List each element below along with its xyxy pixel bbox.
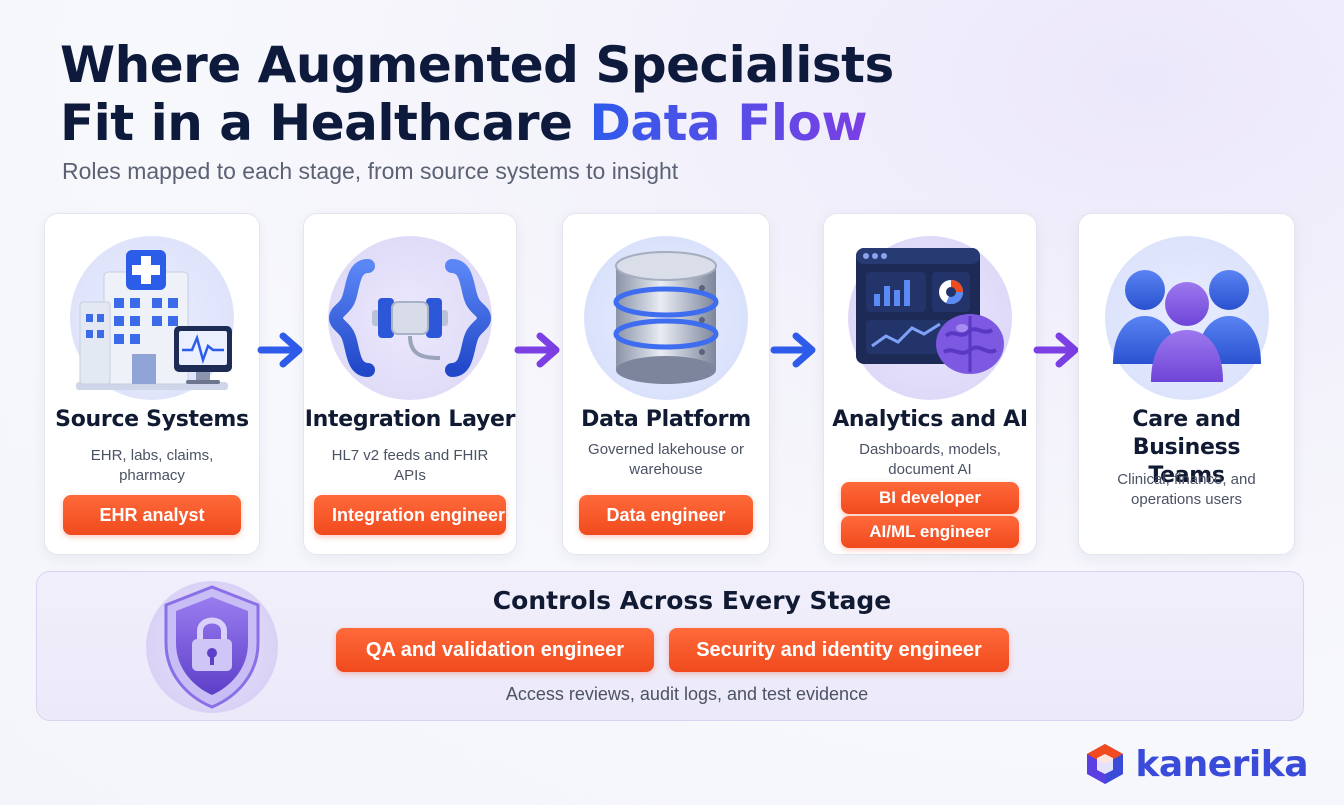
stage-description: Dashboards, models, document AI: [859, 441, 1001, 478]
database-icon: [580, 232, 752, 404]
qa-validation-engineer-role-badge: QA and validation engineer: [336, 628, 654, 672]
flow-arrow-icon: [770, 332, 816, 368]
stage-card-integration-layer: Integration Layer HL7 v2 feeds and FHIR …: [303, 213, 517, 555]
flow-arrow-icon: [514, 332, 560, 368]
page-title: Where Augmented Specialists Fit in a Hea…: [60, 36, 894, 152]
title-accent: Data Flow: [589, 94, 868, 152]
stage-title: Data Platform: [581, 407, 751, 432]
title-line-2: Fit in a Healthcare Data Flow: [60, 94, 894, 152]
people-icon: [1101, 232, 1273, 404]
flow-arrow-icon: [257, 332, 303, 368]
stage-title: Integration Layer: [304, 407, 516, 432]
shield-lock-icon: [146, 581, 278, 713]
controls-description: Access reviews, audit logs, and test evi…: [505, 684, 869, 704]
stage-description: Clinical, finance, and operations users: [1117, 471, 1256, 508]
ai-ml-engineer-role-badge: AI/ML engineer: [841, 516, 1019, 548]
stage-card-care-business-teams: Care and Business Teams Clinical, financ…: [1078, 213, 1295, 555]
title-line-1: Where Augmented Specialists: [60, 36, 894, 94]
bi-developer-role-badge: BI developer: [841, 482, 1019, 514]
dashboard-brain-icon: [844, 232, 1016, 404]
kanerika-logo-icon: [1087, 744, 1124, 784]
stage-description: HL7 v2 feeds and FHIR APIs: [331, 447, 489, 484]
data-engineer-role-badge: Data engineer: [579, 495, 753, 535]
stage-description: Governed lakehouse or warehouse: [588, 441, 744, 478]
kanerika-logo: kanerika: [1083, 739, 1308, 789]
security-identity-engineer-role-badge: Security and identity engineer: [669, 628, 1009, 672]
stage-card-data-platform: Data Platform Governed lakehouse or ware…: [562, 213, 770, 555]
ehr-analyst-role-badge: EHR analyst: [63, 495, 241, 535]
stage-title: Analytics and AI: [832, 407, 1028, 432]
title-line-2-plain: Fit in a Healthcare: [60, 94, 573, 152]
stage-title: Source Systems: [55, 407, 249, 432]
controls-panel: Controls Across Every Stage QA and valid…: [36, 571, 1304, 721]
stage-card-analytics-ai: Analytics and AI Dashboards, models, doc…: [823, 213, 1037, 555]
connector-icon: [324, 232, 496, 404]
flow-arrow-icon: [1033, 332, 1079, 368]
stage-description: EHR, labs, claims, pharmacy: [90, 447, 214, 484]
brand-name: kanerika: [1135, 743, 1308, 785]
hospital-icon: [66, 232, 238, 404]
integration-engineer-role-badge: Integration engineer: [314, 495, 506, 535]
controls-title: Controls Across Every Stage: [492, 586, 892, 615]
stage-title: Care and Business Teams: [1132, 407, 1241, 488]
page-subtitle: Roles mapped to each stage, from source …: [62, 158, 679, 184]
stage-card-source-systems: Source Systems EHR, labs, claims, pharma…: [44, 213, 260, 555]
